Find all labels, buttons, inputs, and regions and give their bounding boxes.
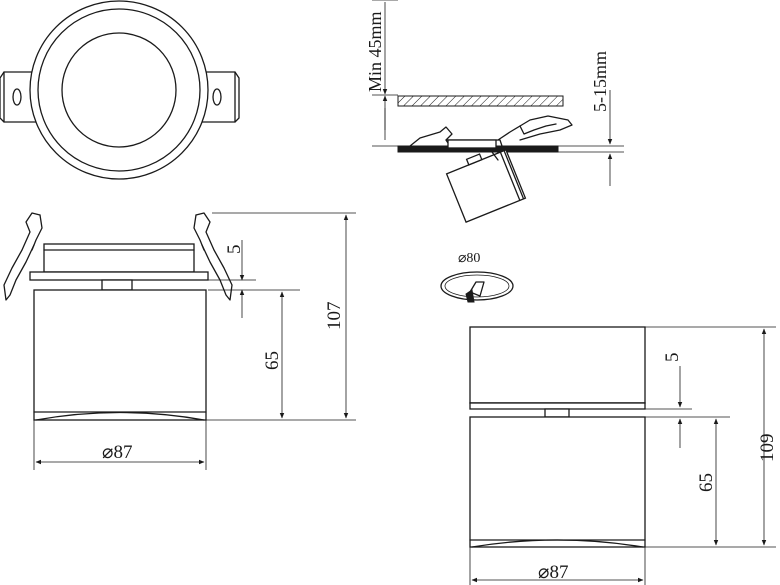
flush-body (33, 289, 207, 421)
cutout-diameter-label: ⌀80 (458, 251, 480, 266)
right-spring-clip (195, 212, 233, 301)
ceiling-slab (397, 95, 564, 107)
min-clearance-label: Min 45mm (365, 11, 385, 92)
surface-total-height-label: 109 (757, 434, 778, 463)
flush-total-height-label: 107 (324, 302, 345, 331)
surface-side-view: 5 65 109 ⌀87 (469, 326, 778, 585)
top-view-lens (61, 32, 177, 148)
surface-body (469, 416, 646, 548)
installation-view: Min 45mm 5-15mm ⌀80 (365, 0, 624, 303)
flush-body-height-label: 65 (262, 351, 283, 370)
surface-spacer-label: 5 (662, 353, 683, 363)
ceiling-thickness-label: 5-15mm (590, 51, 610, 112)
flush-diameter-label: ⌀87 (102, 442, 132, 463)
top-view (0, 0, 240, 180)
top-view-outer-ring (29, 0, 209, 180)
top-view-right-clip (192, 71, 240, 123)
surface-mount-box (469, 326, 646, 404)
flush-depth-label: 5 (224, 245, 245, 255)
left-spring-clip (3, 212, 41, 301)
surface-body-height-label: 65 (696, 473, 717, 492)
flush-side-view: 5 65 107 ⌀87 (3, 212, 356, 470)
surface-diameter-label: ⌀87 (538, 562, 568, 583)
cutout-hole (440, 271, 514, 301)
top-view-left-clip (0, 71, 47, 123)
